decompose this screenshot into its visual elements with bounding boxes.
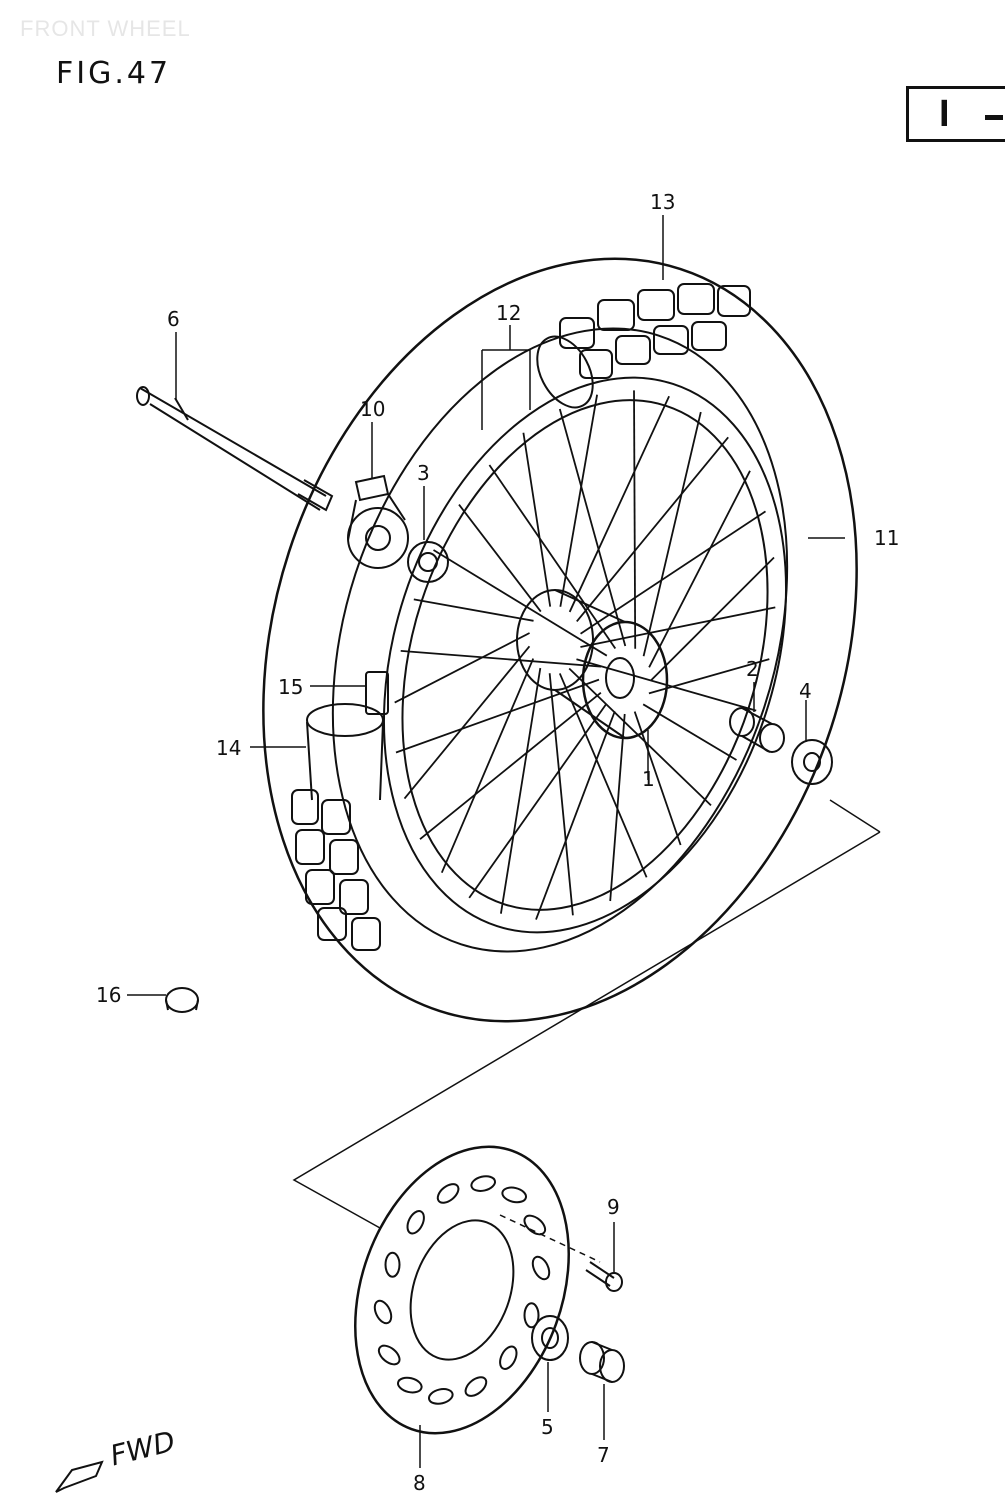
spoke bbox=[648, 470, 751, 668]
callout-5: 5 bbox=[541, 1415, 554, 1439]
spoke bbox=[648, 658, 770, 695]
spoke bbox=[535, 710, 616, 920]
section-index-box: I bbox=[906, 86, 1005, 142]
part-2-spacer bbox=[729, 707, 785, 753]
callout-labels: 13 6 12 10 3 11 2 4 15 14 1 16 9 5 7 8 bbox=[96, 190, 899, 1495]
spoke bbox=[580, 510, 766, 635]
spoke bbox=[609, 713, 626, 902]
callout-6: 6 bbox=[167, 307, 180, 331]
part-4-bearing bbox=[791, 739, 833, 785]
disc-hole bbox=[373, 1299, 393, 1325]
disc-hole bbox=[464, 1376, 488, 1397]
disc-vent-holes bbox=[373, 1175, 551, 1405]
spoke bbox=[568, 395, 670, 613]
part-8-brake-disc bbox=[354, 1145, 570, 1435]
spoke bbox=[576, 658, 757, 712]
tire-tread bbox=[291, 283, 751, 951]
callout-12: 12 bbox=[496, 301, 521, 325]
forward-arrow bbox=[55, 1460, 104, 1493]
disc-hole bbox=[406, 1210, 425, 1235]
part-16-cap bbox=[165, 987, 199, 1013]
spoke bbox=[403, 645, 531, 800]
disc-hole bbox=[523, 1214, 547, 1236]
callout-16: 16 bbox=[96, 983, 121, 1007]
disc-hole bbox=[428, 1388, 454, 1405]
callout-7: 7 bbox=[597, 1443, 610, 1467]
disc-hole bbox=[523, 1302, 540, 1329]
disc-hole bbox=[436, 1183, 460, 1204]
disc-hole bbox=[501, 1186, 527, 1204]
header-watermark: FRONT WHEEL bbox=[20, 16, 191, 41]
part-10-gear-box bbox=[347, 474, 409, 569]
section-dash bbox=[985, 115, 1003, 120]
disc-hole bbox=[397, 1376, 423, 1394]
spoke bbox=[558, 673, 648, 878]
spoke bbox=[440, 658, 535, 874]
front-wheel-assembly bbox=[262, 257, 858, 1023]
spoke bbox=[642, 703, 737, 761]
callout-8: 8 bbox=[413, 1471, 426, 1495]
spoke bbox=[568, 667, 712, 807]
tire-cutaway-section bbox=[306, 335, 594, 801]
callout-3: 3 bbox=[417, 461, 430, 485]
spoke bbox=[413, 598, 534, 622]
disc-hole bbox=[470, 1175, 496, 1192]
spoke bbox=[400, 650, 602, 668]
spoke bbox=[458, 504, 542, 613]
spoke bbox=[580, 606, 776, 648]
disc-hole bbox=[377, 1344, 401, 1366]
spoke bbox=[419, 691, 602, 840]
part-7-collar bbox=[579, 1341, 625, 1383]
spokes bbox=[394, 390, 776, 920]
disc-hole bbox=[384, 1251, 401, 1278]
callout-10: 10 bbox=[360, 397, 385, 421]
spoke bbox=[576, 436, 729, 622]
callout-2: 2 bbox=[746, 657, 759, 681]
spoke bbox=[395, 678, 600, 754]
figure-number: FIG.47 bbox=[56, 56, 172, 91]
callout-13: 13 bbox=[650, 190, 675, 214]
callout-15: 15 bbox=[278, 675, 303, 699]
spoke bbox=[558, 408, 627, 647]
spoke bbox=[642, 411, 702, 657]
callout-9: 9 bbox=[607, 1195, 620, 1219]
rim bbox=[382, 376, 788, 934]
callout-leaders bbox=[127, 215, 845, 1468]
part-6-axle bbox=[136, 386, 334, 512]
callout-1: 1 bbox=[642, 767, 655, 791]
spoke bbox=[468, 703, 608, 899]
spoke bbox=[488, 464, 617, 649]
part-5-seal bbox=[531, 1315, 569, 1361]
spoke bbox=[500, 667, 542, 914]
disc-hole bbox=[531, 1255, 551, 1281]
section-code: I bbox=[939, 93, 950, 135]
spoke bbox=[522, 432, 552, 607]
tire bbox=[262, 257, 858, 1023]
part-9-bolt bbox=[585, 1261, 623, 1292]
disc-hole bbox=[499, 1345, 518, 1370]
callout-4: 4 bbox=[799, 679, 812, 703]
assembly-lines bbox=[292, 349, 881, 1263]
spoke bbox=[394, 632, 530, 704]
spoke bbox=[633, 390, 637, 649]
spoke bbox=[433, 549, 608, 657]
callout-14: 14 bbox=[216, 736, 241, 760]
spoke bbox=[548, 673, 574, 916]
spoke bbox=[633, 711, 682, 846]
part-15-valve bbox=[365, 671, 389, 715]
callout-11: 11 bbox=[874, 526, 899, 550]
spoke bbox=[559, 394, 598, 607]
spoke bbox=[650, 556, 775, 682]
part-3-bearing bbox=[407, 541, 449, 583]
